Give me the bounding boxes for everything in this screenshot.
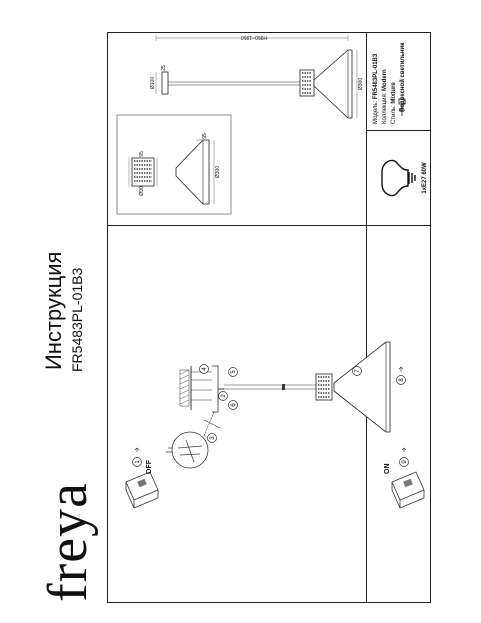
crystal-diameter-label: Ø90 (139, 186, 145, 196)
spec-style-label: Стиль: (391, 105, 397, 124)
panel-divider (366, 32, 367, 603)
spec-block: Модель: FR5483PL-01B3 Коллекция: Modern … (372, 34, 408, 124)
spec-type-row: Подвесной светильник (399, 34, 408, 124)
bulb-spec: 1xE27 60W (422, 162, 428, 194)
inset-drawing-frame (116, 114, 232, 215)
crystal-height-label: 95 (139, 151, 145, 157)
spec-model-row: Модель: FR5483PL-01B3 (372, 34, 381, 124)
spec-collection-value: Modern (382, 69, 388, 91)
bulb-insert-icon (398, 366, 404, 372)
inset-crystal (128, 157, 158, 187)
off-label: OFF (146, 459, 153, 474)
bulb-icon (381, 159, 416, 197)
bulb-cell-top (366, 130, 431, 131)
step-8-label: 8 (399, 378, 405, 382)
spec-collection-label: Коллекция: (382, 92, 388, 124)
spec-model-label: Модель: (373, 100, 379, 124)
on-label: ON (384, 464, 391, 475)
page-frame (107, 32, 431, 603)
dimension-labels: H950~1950 Ø100 25 Ø300 Ø90 95 95 Ø300 (139, 34, 364, 196)
spec-style-value: Mixture (391, 82, 397, 104)
lamp-shade (333, 341, 391, 433)
spec-type-value: Подвесной светильник (400, 42, 406, 112)
spec-model-value: FR5483PL-01B3 (373, 53, 379, 100)
wiring-detail-magnifier (166, 411, 221, 469)
switch-on-illustration (391, 471, 425, 509)
canopy-height-label: 25 (161, 65, 167, 71)
step-9-label: 9 (402, 460, 408, 464)
step-2-label: 2 (221, 394, 227, 398)
crystal-holder (315, 373, 333, 401)
elevation-drawing (155, 35, 358, 119)
step-7-label: 7 (355, 369, 361, 373)
shade-diameter-label: Ø300 (358, 78, 364, 90)
switch-off-illustration (125, 471, 159, 509)
step-numbers: 1 9 4 5 2 6 3 7 8 (135, 367, 408, 464)
spec-collection-row: Коллекция: Modern (381, 34, 390, 124)
height-range-label: H950~1950 (241, 34, 267, 40)
inset-shade (175, 139, 215, 205)
step-3-label: 3 (210, 436, 216, 440)
step-5-label: 5 (231, 370, 237, 374)
arrow-icon (401, 447, 407, 452)
mounting-bracket (190, 365, 224, 413)
step-6-label: 6 (231, 403, 237, 407)
shade-height-label: 95 (202, 133, 208, 139)
inset-shade-diameter-label: Ø300 (215, 166, 221, 178)
step-circles (132, 364, 409, 467)
canopy-diameter-label: Ø100 (150, 77, 156, 89)
drawing-divider (107, 225, 367, 226)
spec-style-row: Стиль: Mixture (390, 34, 399, 124)
pendant-type-icon (398, 98, 406, 116)
ceiling-hatch (179, 369, 190, 407)
step-1-label: 1 (135, 460, 141, 464)
bulb-cell-bottom (366, 225, 431, 226)
arrow-icon (134, 447, 140, 452)
step-4-label: 4 (202, 367, 208, 371)
